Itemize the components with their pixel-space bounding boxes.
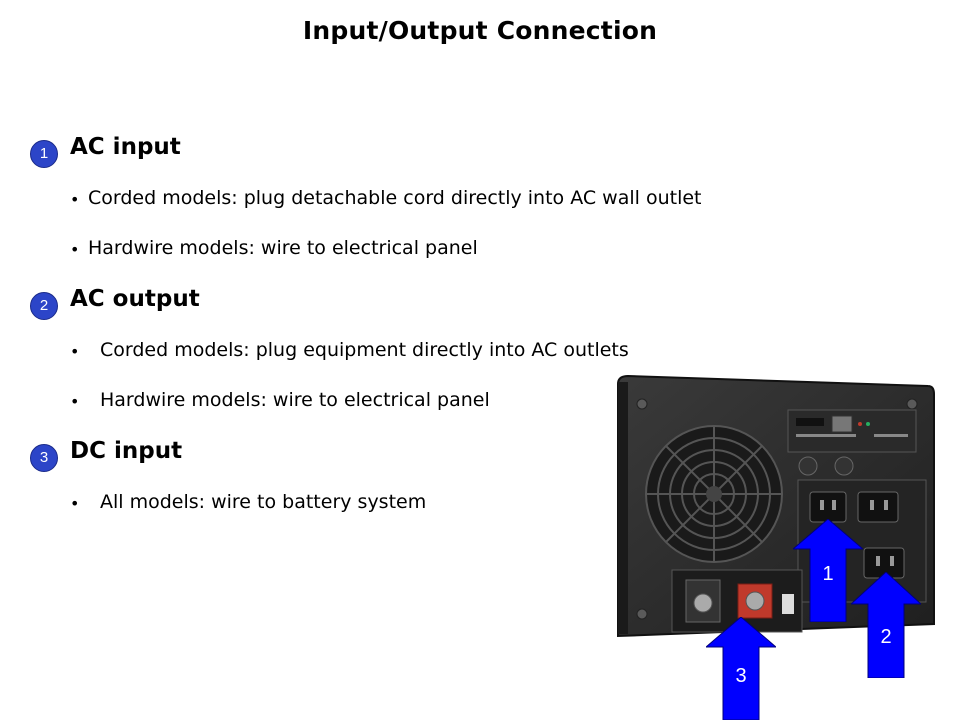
bullet-dot: •: [70, 240, 80, 259]
callout-arrow-3: 3: [706, 617, 776, 720]
bullet-dot: •: [70, 494, 80, 513]
callout-arrow-2: 2: [851, 572, 921, 678]
bullet-ac-input-hardwire: Hardwire models: wire to electrical pane…: [88, 237, 478, 259]
bullet-dc-input-all: All models: wire to battery system: [100, 491, 427, 513]
callout-arrow-3-label: 3: [735, 665, 747, 687]
section-heading-ac-input: AC input: [70, 134, 181, 160]
section-heading-dc-input: DC input: [70, 438, 183, 464]
section-heading-ac-output: AC output: [70, 286, 200, 312]
inverter-rear-panel-image: [617, 374, 935, 638]
callout-arrow-1: 1: [793, 519, 863, 622]
bullet-dot: •: [70, 342, 80, 361]
bullet-dot: •: [70, 392, 80, 411]
callout-arrow-2-label: 2: [880, 626, 892, 648]
slide-title: Input/Output Connection: [302, 16, 658, 45]
number-badge-1: 1: [30, 140, 58, 168]
bullet-ac-output-corded: Corded models: plug equipment directly i…: [100, 339, 629, 361]
bullet-ac-input-corded: Corded models: plug detachable cord dire…: [88, 187, 702, 209]
bullet-dot: •: [70, 190, 80, 209]
number-badge-3: 3: [30, 444, 58, 472]
callout-arrow-1-label: 1: [822, 563, 834, 585]
bullet-ac-output-hardwire: Hardwire models: wire to electrical pane…: [100, 389, 490, 411]
fan-grill: [645, 425, 783, 563]
number-badge-2: 2: [30, 292, 58, 320]
